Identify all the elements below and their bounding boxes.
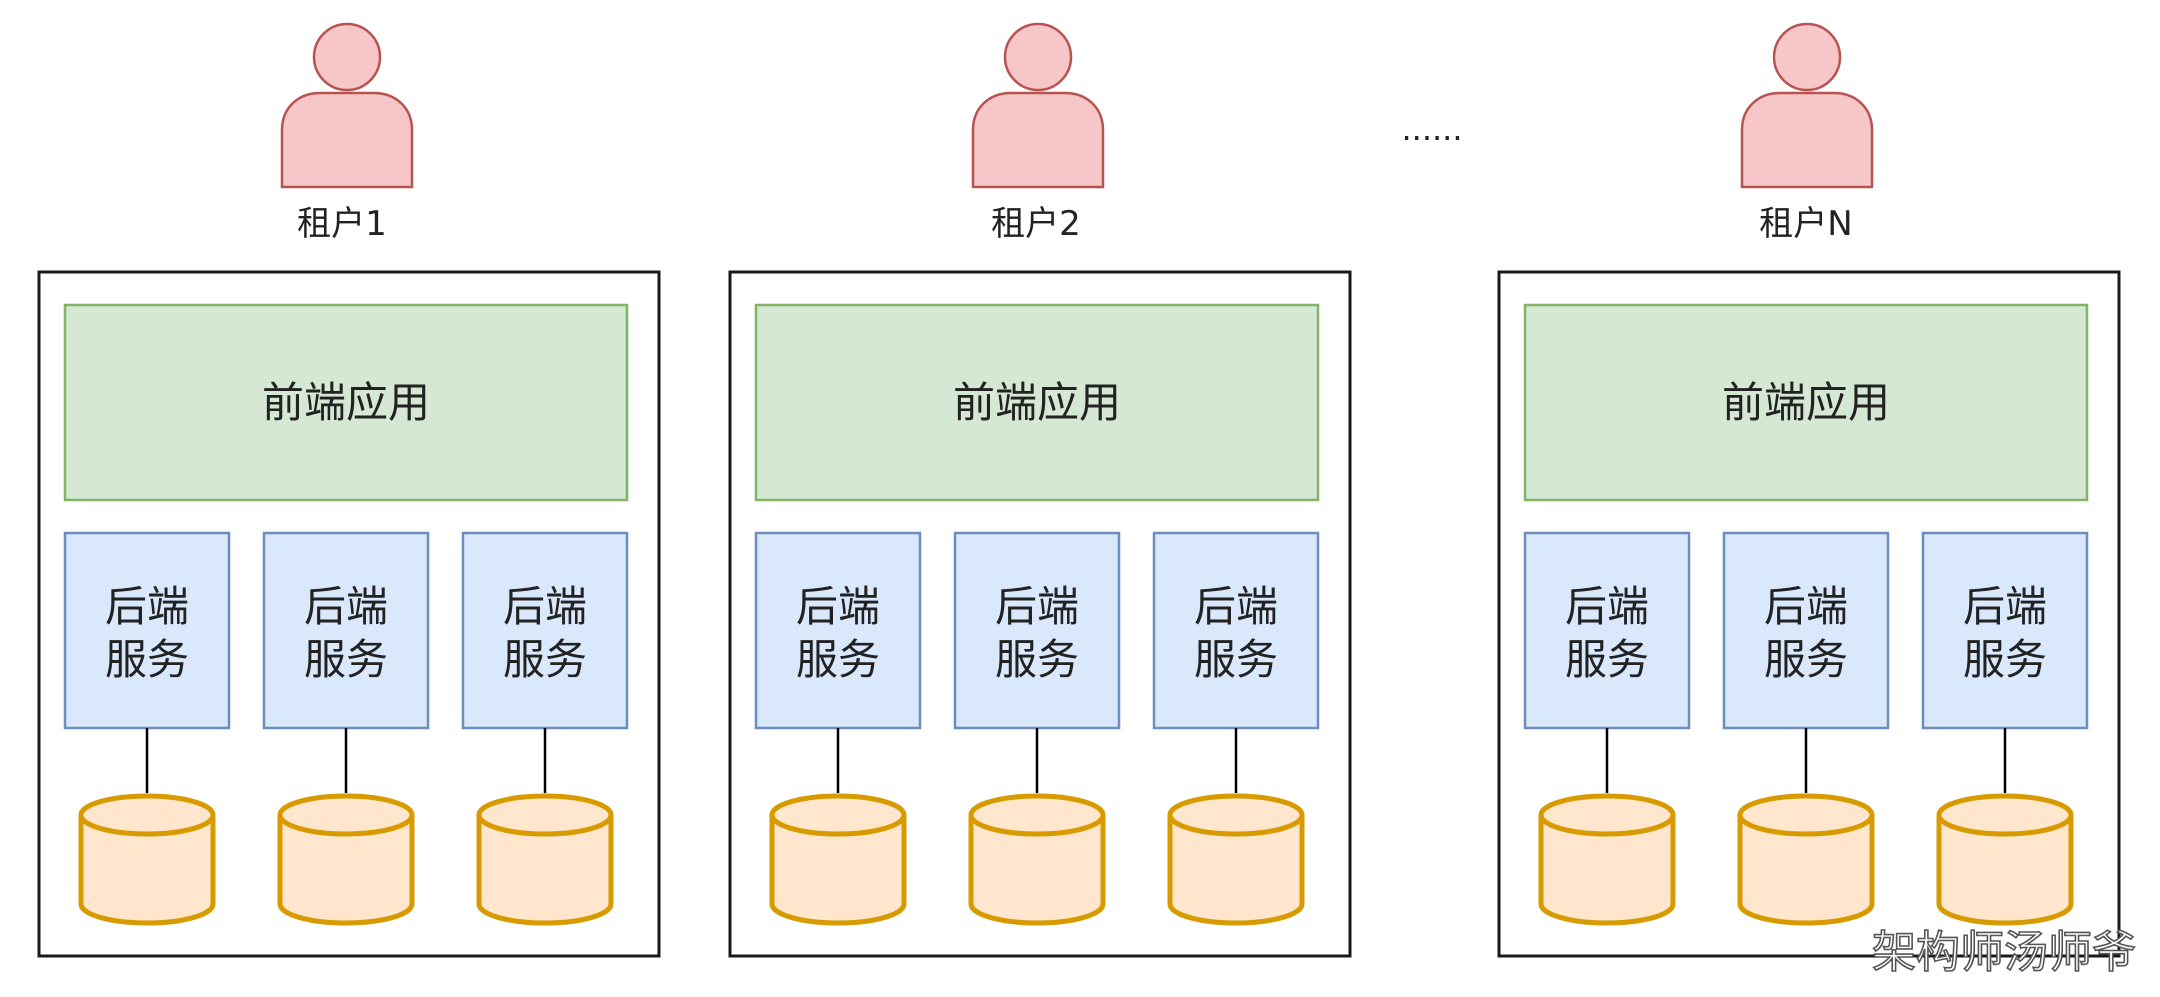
database-icon [1167, 793, 1305, 926]
tenant-label: 租户2 [991, 204, 1081, 244]
backend-service-box: 后端 服务 [953, 531, 1121, 730]
backend-service-box: 后端 服务 [262, 531, 430, 730]
frontend-app-box [63, 303, 629, 502]
service-label-line2: 服务 [1764, 635, 1848, 684]
frontend-app-label: 前端应用 [262, 378, 430, 427]
tenant-group: 租户N 前端应用 后端 服务 后端 服务 后端 服务 [1497, 22, 2121, 958]
database-icon [78, 793, 216, 926]
service-label-line1: 后端 [995, 582, 1079, 631]
database-icon [968, 793, 1106, 926]
service-label-line2: 服务 [1565, 635, 1649, 684]
frontend-app-box [754, 303, 1320, 502]
service-label-line2: 服务 [796, 635, 880, 684]
service-label-line2: 服务 [105, 635, 189, 684]
backend-service-box: 后端 服务 [63, 531, 231, 730]
backend-service-box: 后端 服务 [1152, 531, 1320, 730]
database-icon [476, 793, 614, 926]
service-label-line2: 服务 [995, 635, 1079, 684]
service-label-line1: 后端 [503, 582, 587, 631]
person-icon [971, 22, 1105, 189]
service-label-line2: 服务 [1194, 635, 1278, 684]
service-label-line1: 后端 [796, 582, 880, 631]
service-label-line1: 后端 [1194, 582, 1278, 631]
service-label-line2: 服务 [1963, 635, 2047, 684]
service-label-line2: 服务 [304, 635, 388, 684]
service-label-line1: 后端 [105, 582, 189, 631]
watermark-text: 架构师汤师爷 [1872, 927, 2136, 978]
frontend-app-box [1523, 303, 2089, 502]
ellipsis-text: ...... [1401, 110, 1462, 148]
backend-service-box: 后端 服务 [1921, 531, 2089, 730]
database-icon [1936, 793, 2074, 926]
service-label-line1: 后端 [1764, 582, 1848, 631]
service-label-line1: 后端 [1565, 582, 1649, 631]
backend-service-box: 后端 服务 [1722, 531, 1890, 730]
backend-service-box: 后端 服务 [1523, 531, 1691, 730]
tenant-group: 租户1 前端应用 后端 服务 后端 服务 后端 服务 [37, 22, 661, 958]
frontend-app-label: 前端应用 [953, 378, 1121, 427]
database-icon [1737, 793, 1875, 926]
service-label-line1: 后端 [304, 582, 388, 631]
tenant-group: 租户2 前端应用 后端 服务 后端 服务 后端 服务 [728, 22, 1352, 958]
backend-service-box: 后端 服务 [461, 531, 629, 730]
service-label-line1: 后端 [1963, 582, 2047, 631]
person-icon [280, 22, 414, 189]
service-label-line2: 服务 [503, 635, 587, 684]
person-icon [1740, 22, 1874, 189]
backend-service-box: 后端 服务 [754, 531, 922, 730]
database-icon [277, 793, 415, 926]
tenant-label: 租户1 [297, 204, 387, 244]
tenant-label: 租户N [1759, 204, 1852, 244]
database-icon [769, 793, 907, 926]
frontend-app-label: 前端应用 [1722, 378, 1890, 427]
database-icon [1538, 793, 1676, 926]
